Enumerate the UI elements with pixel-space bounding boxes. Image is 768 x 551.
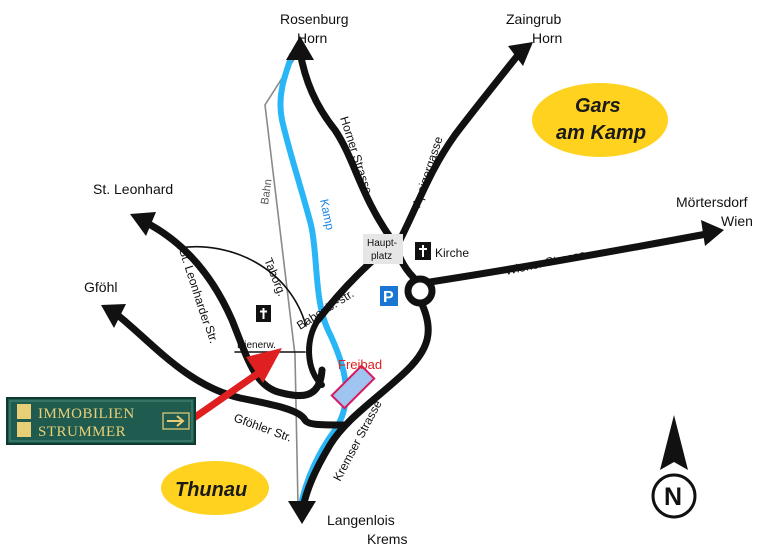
office-sign-line-2: STRUMMER [38, 424, 126, 440]
road-taborgasse [177, 245, 307, 327]
office-sign-arrow-box [162, 412, 190, 430]
arrow-west-icon [130, 212, 156, 236]
road-kremser-strasse [298, 296, 432, 516]
dest-krems: Krems [367, 531, 407, 547]
chapel-cross-icon [260, 308, 267, 319]
office-sign-inner-border [9, 400, 193, 442]
arrow-northeast-icon [508, 42, 533, 66]
label-wiener-strasse: Wiener Strasse [504, 247, 587, 278]
dest-wien: Wien [721, 213, 753, 229]
office-pointer-arrow-icon [246, 348, 282, 383]
compass-circle [651, 473, 697, 519]
office-pointer-line [184, 368, 264, 426]
hauptplatz-box [363, 234, 403, 264]
arrow-southwest-icon [101, 304, 126, 328]
gars-line-2: am Kamp [556, 122, 646, 144]
dest-moertersdorf: Mörtersdorf [676, 194, 748, 210]
road-bridge-connector [306, 317, 325, 388]
parking-icon [380, 286, 398, 306]
arrow-north-icon [286, 36, 314, 60]
gars-line-1: Gars [575, 95, 621, 117]
dest-rosenburg: Rosenburg [280, 11, 349, 27]
road-apoigergasse [396, 46, 526, 244]
dest-st-leonhard: St. Leonhard [93, 181, 173, 197]
hauptplatz-line-2: platz [371, 251, 392, 262]
road-st-leonharder-str [141, 218, 326, 400]
freibad-pool [330, 364, 376, 410]
direction-arrows [101, 36, 724, 524]
dest-zaingrub: Zaingrub [506, 11, 561, 27]
dest-horn-north: Horn [297, 30, 327, 46]
thunau-town-badge [161, 461, 269, 515]
hauptplatz-line-1: Haupt- [367, 238, 397, 249]
church-cross-icon [419, 245, 427, 257]
label-kamp: Kamp [317, 198, 337, 232]
label-gfoehler-str: Gföhler Str. [232, 411, 294, 445]
label-freibad: Freibad [338, 357, 382, 372]
road-wiener-strasse [426, 229, 716, 286]
compass-needle-icon [660, 415, 688, 470]
label-horner-strasse: Horner Strasse [337, 115, 375, 196]
kamp-river [277, 52, 350, 513]
label-bahn: Bahn [259, 178, 274, 205]
compass-label: N [664, 483, 682, 511]
dest-langenlois: Langenlois [327, 512, 395, 528]
dest-gfoehl: Gföhl [84, 279, 117, 295]
label-st-leonharder-2: Str. [202, 324, 221, 345]
road-horner-strasse [296, 48, 396, 244]
arrow-south-icon [288, 501, 316, 524]
label-parking: P [383, 289, 394, 306]
office-sign-line-1: IMMOBILIEN [38, 406, 135, 422]
label-apoigergasse: Apoigergasse [410, 134, 446, 208]
arrow-east-icon [701, 220, 724, 246]
gars-town-badge [532, 83, 668, 157]
road-gfoehler-str [111, 309, 349, 429]
roundabout [404, 275, 436, 307]
office-sign[interactable] [6, 397, 196, 445]
label-kirche: Kirche [435, 246, 469, 260]
dest-horn-northeast: Horn [532, 30, 562, 46]
label-dienerweg: Dienerw. [237, 340, 276, 351]
office-logo-split [17, 419, 31, 422]
office-sign-arrow-icon [167, 415, 185, 427]
thunau-label: Thunau [175, 479, 247, 501]
